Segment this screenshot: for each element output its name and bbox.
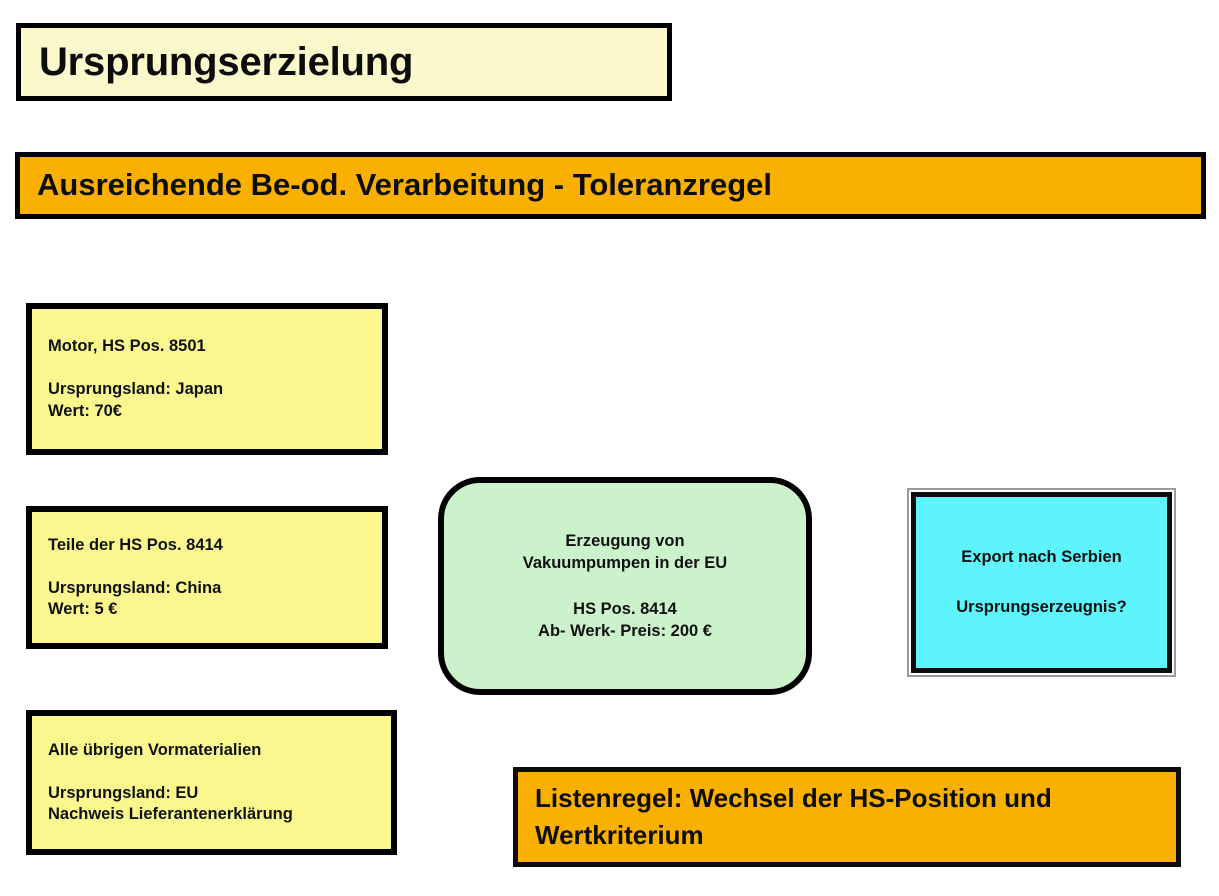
material-box-teile: Teile der HS Pos. 8414 Ursprungsland: Ch… bbox=[26, 506, 388, 649]
material-value: Wert: 70€ bbox=[48, 401, 122, 420]
export-question: Ursprungserzeugnis? bbox=[956, 597, 1127, 616]
list-rule-line-1: Listenregel: Wechsel der HS-Position und bbox=[535, 783, 1052, 814]
production-hs-position: HS Pos. 8414 bbox=[573, 600, 677, 618]
section-heading-label: Ausreichende Be-od. Verarbeitung - Toler… bbox=[37, 167, 772, 203]
page-title: Ursprungserzielung bbox=[39, 40, 414, 84]
material-box-uebrige-vormaterialien: Alle übrigen Vormaterialien Ursprungslan… bbox=[26, 710, 397, 855]
production-ex-works-price: Ab- Werk- Preis: 200 € bbox=[538, 622, 712, 641]
material-origin: Ursprungsland: Japan bbox=[48, 380, 224, 399]
slide-title-box: Ursprungserzielung bbox=[16, 23, 672, 101]
spacer bbox=[32, 556, 382, 578]
material-value: Nachweis Lieferantenerklärung bbox=[48, 805, 293, 824]
spacer bbox=[32, 761, 391, 783]
material-origin: Ursprungsland: China bbox=[48, 578, 222, 597]
production-line-1: Erzeugung von bbox=[565, 531, 685, 550]
material-name: Alle übrigen Vormaterialien bbox=[48, 740, 262, 759]
list-rule-box: Listenregel: Wechsel der HS-Position und… bbox=[513, 767, 1181, 867]
export-destination: Export nach Serbien bbox=[961, 548, 1122, 567]
production-box: Erzeugung von Vakuumpumpen in der EU HS … bbox=[438, 477, 812, 695]
export-box: Export nach Serbien Ursprungserzeugnis? bbox=[907, 488, 1176, 677]
material-name: Teile der HS Pos. 8414 bbox=[48, 535, 223, 554]
section-heading-bar: Ausreichende Be-od. Verarbeitung - Toler… bbox=[15, 152, 1206, 219]
material-name: Motor, HS Pos. 8501 bbox=[48, 337, 206, 356]
material-box-motor: Motor, HS Pos. 8501 Ursprungsland: Japan… bbox=[26, 303, 388, 455]
production-line-2: Vakuumpumpen in der EU bbox=[522, 553, 728, 572]
list-rule-line-2: Wertkriterium bbox=[535, 820, 704, 850]
material-origin: Ursprungsland: EU bbox=[48, 783, 199, 802]
spacer bbox=[32, 357, 382, 379]
material-value: Wert: 5 € bbox=[48, 600, 118, 619]
